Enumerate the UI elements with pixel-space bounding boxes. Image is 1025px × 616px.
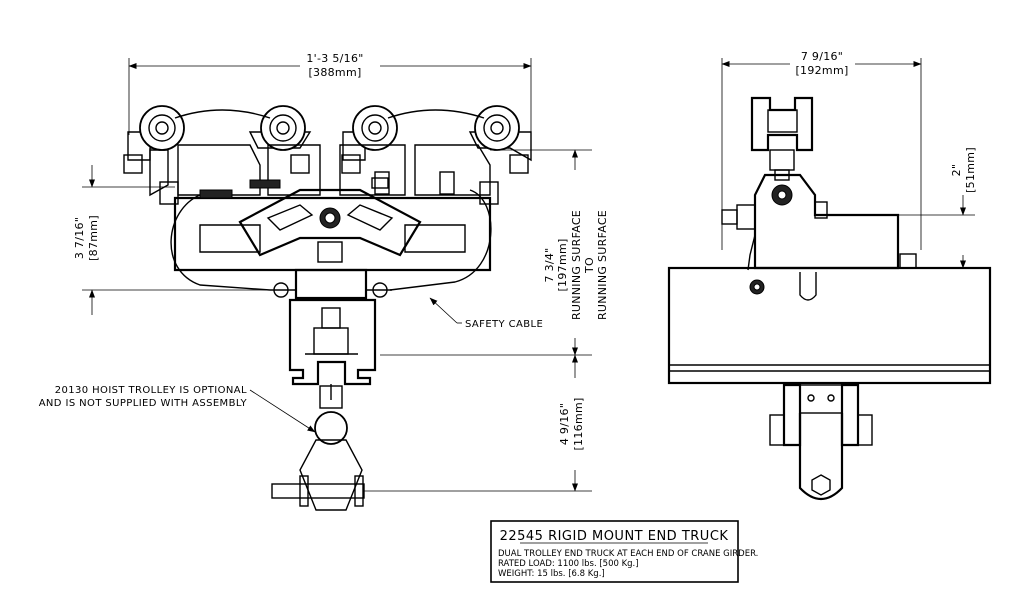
safety-cable (170, 189, 492, 291)
side-height-dimension: 2" [51mm] (898, 147, 977, 269)
running-height-line3: RUNNING SURFACE (596, 210, 609, 320)
front-view: 1'-3 5/16" [388mm] (39, 52, 609, 511)
safety-cable-label: SAFETY CABLE (465, 319, 543, 330)
running-surface-dimension: 7 3/4" [197mm] RUNNING SURFACE TO RUNNIN… (380, 149, 609, 356)
title-block-line3: WEIGHT: 15 lbs. [6.8 Kg.] (498, 569, 605, 579)
side-width-imperial: 7 9/16" (801, 50, 843, 63)
lower-height-dimension: 4 9/16" [116mm] (364, 354, 592, 492)
wheel-3 (352, 105, 398, 151)
wheel-4 (474, 105, 520, 151)
side-view: 7 9/16" [192mm] 2" [51mm] (667, 50, 992, 501)
side-lower-clevis (769, 383, 873, 501)
title-block-line2: RATED LOAD: 1100 lbs. [500 Kg.] (498, 559, 639, 569)
side-width-dimension: 7 9/16" [192mm] (721, 50, 922, 250)
cable-connectors (199, 177, 389, 199)
hoist-note-line2: AND IS NOT SUPPLIED WITH ASSEMBLY (39, 398, 248, 409)
running-height-line2: TO (583, 257, 596, 274)
side-height-imperial: 2" (950, 164, 963, 177)
side-wheel (750, 96, 814, 181)
safety-cable-callout: SAFETY CABLE (429, 297, 543, 330)
overall-width-dimension: 1'-3 5/16" [388mm] (128, 52, 532, 135)
title-block: 22545 RIGID MOUNT END TRUCK DUAL TROLLEY… (490, 520, 758, 583)
overall-width-imperial: 1'-3 5/16" (306, 52, 363, 65)
lower-height-metric: [116mm] (572, 397, 585, 450)
side-width-metric: [192mm] (795, 64, 848, 77)
left-height-dimension: 3 7/16" [87mm] (73, 165, 270, 315)
center-hanger (270, 241, 392, 300)
running-height-line1: RUNNING SURFACE (570, 210, 583, 320)
side-mounting-block (721, 173, 917, 271)
side-girder (667, 266, 992, 385)
left-height-imperial: 3 7/16" (73, 217, 86, 259)
wheel-2 (260, 105, 306, 151)
left-height-metric: [87mm] (87, 215, 100, 261)
wheel-1 (139, 105, 185, 151)
running-height-imperial: 7 3/4" (543, 247, 556, 282)
running-height-metric: [197mm] (556, 238, 569, 291)
side-height-metric: [51mm] (964, 147, 977, 193)
title-block-line1: DUAL TROLLEY END TRUCK AT EACH END OF CR… (498, 549, 758, 559)
main-beam (173, 188, 492, 272)
lower-clevis (271, 385, 365, 511)
title-block-title: 22545 RIGID MOUNT END TRUCK (500, 529, 729, 544)
hoist-trolley (288, 298, 377, 400)
hoist-trolley-note: 20130 HOIST TROLLEY IS OPTIONAL AND IS N… (39, 385, 316, 433)
trolley-wheels (123, 105, 532, 174)
overall-width-metric: [388mm] (308, 66, 361, 79)
hoist-note-line1: 20130 HOIST TROLLEY IS OPTIONAL (55, 385, 247, 396)
lower-height-imperial: 4 9/16" (558, 403, 571, 445)
